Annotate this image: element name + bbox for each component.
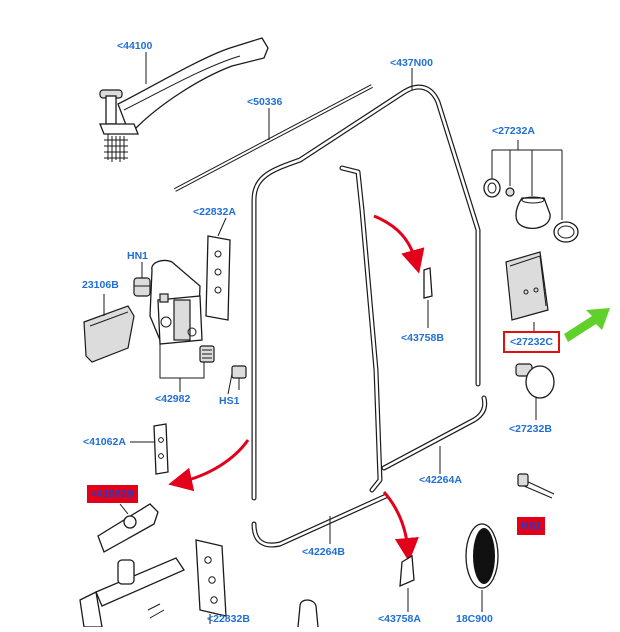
part-label-43758a[interactable]: <43758A	[378, 613, 421, 625]
part-label-41062b-highlighted[interactable]: <41062B	[87, 485, 138, 503]
part-label-hn1[interactable]: HN1	[127, 250, 149, 262]
curved-arrow-icon	[382, 491, 419, 562]
hex-screw-part[interactable]	[231, 365, 247, 390]
door-button-part[interactable]	[515, 363, 555, 399]
arrow-pointer-icon	[564, 308, 610, 342]
part-label-hs1[interactable]: HS1	[219, 395, 240, 407]
sill-seal-strip[interactable]	[381, 395, 488, 471]
part-label-42264b[interactable]: <42264B	[302, 546, 345, 558]
small-plug-part[interactable]	[505, 187, 515, 197]
striker-plate-part[interactable]	[153, 423, 169, 475]
part-label-42264a[interactable]: <42264A	[419, 474, 462, 486]
hex-nut-part[interactable]	[133, 277, 151, 297]
retainer-clip-top[interactable]	[423, 267, 433, 299]
inner-pillar-seal[interactable]	[339, 165, 383, 493]
part-label-50336[interactable]: <50336	[247, 96, 283, 108]
part-label-42982[interactable]: <42982	[155, 393, 191, 405]
seal-pad-part[interactable]	[505, 251, 549, 321]
curved-arrow-icon	[168, 439, 250, 492]
hinge-cover-part[interactable]	[83, 305, 135, 363]
door-handle-part[interactable]	[99, 37, 269, 162]
part-label-27232c-highlighted[interactable]: <27232C	[503, 331, 560, 353]
retaining-pin-part[interactable]	[517, 473, 555, 499]
part-label-27232a[interactable]: <27232A	[492, 125, 535, 137]
mounting-bracket-part[interactable]	[97, 503, 159, 553]
lower-door-hinge[interactable]	[79, 539, 227, 628]
curved-arrow-icon	[373, 214, 425, 274]
part-label-27232b[interactable]: <27232B	[509, 423, 552, 435]
washer-part[interactable]	[159, 293, 169, 303]
upper-door-hinge[interactable]	[149, 235, 231, 345]
part-label-44100[interactable]: <44100	[117, 40, 153, 52]
door-frame-seal[interactable]	[251, 84, 481, 501]
grommet-ring-part[interactable]	[483, 178, 501, 198]
window-channel-strip[interactable]	[174, 84, 373, 192]
part-label-437n00[interactable]: <437N00	[390, 57, 433, 69]
rubber-boot-part[interactable]	[515, 196, 551, 229]
part-label-22832b[interactable]: <22832B	[207, 613, 250, 625]
part-label-hs1-highlighted[interactable]: HS1	[517, 517, 546, 535]
part-label-22832a[interactable]: <22832A	[193, 206, 236, 218]
latch-handle-part[interactable]	[297, 599, 319, 628]
part-label-23106b[interactable]: 23106B	[82, 279, 119, 291]
part-label-41062a[interactable]: <41062A	[83, 436, 126, 448]
seal-ring-part[interactable]	[553, 221, 579, 243]
oval-badge-part[interactable]	[465, 523, 499, 589]
lower-door-seal[interactable]	[251, 493, 389, 548]
retainer-clip-bottom[interactable]	[399, 554, 415, 588]
part-label-43758b-top[interactable]: <43758B	[401, 332, 444, 344]
pin-bolt-part[interactable]	[199, 345, 215, 363]
part-label-18c900[interactable]: 18C900	[456, 613, 493, 625]
